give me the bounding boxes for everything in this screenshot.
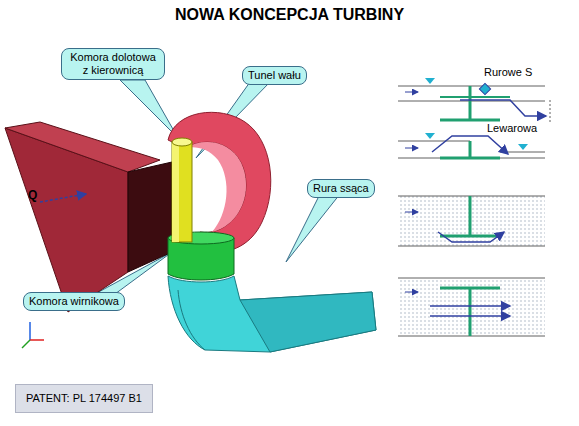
patent-box: PATENT: PL 174497 B1	[15, 384, 153, 413]
axis-icon	[22, 322, 44, 348]
schematic-through	[398, 278, 545, 336]
node-text: Tunel wału	[248, 69, 301, 82]
schematic-label: Lewarowa	[487, 122, 537, 134]
schematic-label: Rurowe S	[484, 66, 532, 78]
schematic-siphon	[398, 133, 545, 158]
node-text: Komora wirnikowa	[29, 295, 119, 308]
flow-label: Q	[28, 188, 37, 202]
schematic-under	[398, 196, 545, 246]
schematic-tube-s	[398, 78, 550, 122]
draft-tube	[168, 276, 376, 352]
flow-arrow	[40, 194, 86, 202]
callout-box: Tunel wału	[242, 66, 307, 85]
spiral-casing	[168, 112, 271, 252]
node-text: Rura ssąca	[313, 182, 369, 195]
callout-box: Rura ssąca	[307, 179, 375, 198]
intake-chamber	[5, 122, 172, 312]
callout-tails	[95, 80, 340, 294]
callout-box: Komora wirnikowa	[23, 292, 125, 311]
node-text: PATENT: PL 174497 B1	[26, 392, 142, 405]
node-text: Komora dolotowa z kierownicą	[67, 51, 159, 77]
callout-box: Komora dolotowa z kierownicą	[61, 48, 165, 80]
shaft-tunnel	[172, 138, 192, 242]
diagram-title: NOWA KONCEPCJA TURBINY	[175, 6, 404, 24]
